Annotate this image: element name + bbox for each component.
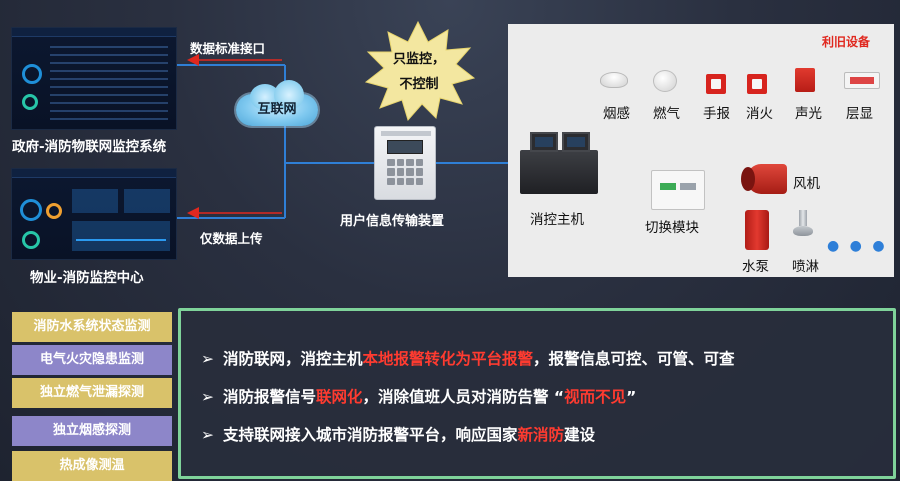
legacy-equipment-title: 利旧设备 xyxy=(822,35,871,49)
gas-detector-icon xyxy=(653,70,677,92)
sprinkler-label: 喷淋 xyxy=(792,259,819,275)
benefits-box: ➢消防联网，消控主机本地报警转化为平台报警，报警信息可控、可管、可查 ➢消防报警… xyxy=(178,308,896,479)
internet-cloud-icon xyxy=(236,80,318,126)
burst-line-1: 只监控， xyxy=(392,52,445,67)
tag-smoke-detection: 独立烟感探测 xyxy=(12,416,172,446)
transmission-device-icon xyxy=(374,126,436,200)
more-devices-dots: ● ● ● xyxy=(827,238,888,254)
hydrant-button-icon xyxy=(747,74,767,94)
fire-control-console-icon xyxy=(520,130,598,194)
starburst-shape xyxy=(364,20,476,122)
property-dashboard-screenshot xyxy=(11,168,177,260)
arrow-bullet-icon: ➢ xyxy=(201,388,214,406)
console-label: 消控主机 xyxy=(530,212,584,228)
transmission-device-label: 用户信息传输装置 xyxy=(340,214,445,229)
smoke-detector-icon xyxy=(600,72,628,88)
bullet-1: ➢消防联网，消控主机本地报警转化为平台报警，报警信息可控、可管、可查 xyxy=(201,350,735,368)
detector-label-smoke: 烟感 xyxy=(603,106,630,122)
fan-icon xyxy=(741,164,787,194)
arrow-bullet-icon: ➢ xyxy=(201,426,214,444)
monitor-only-text: 只监控， 不控制 xyxy=(374,47,464,97)
gov-system-label: 政府-消防物联网监控系统 xyxy=(12,139,167,155)
floor-display-icon xyxy=(844,72,880,89)
water-pump-icon xyxy=(745,210,769,250)
upload-only-label: 仅数据上传 xyxy=(200,231,263,246)
burst-line-2: 不控制 xyxy=(399,77,439,92)
tag-gas-leak: 独立燃气泄漏探测 xyxy=(12,378,172,408)
data-interface-label: 数据标准接口 xyxy=(190,41,266,56)
fan-label: 风机 xyxy=(793,176,820,192)
detector-label-floor-display: 层显 xyxy=(846,106,873,122)
detector-label-sound-light: 声光 xyxy=(795,106,822,122)
module-label: 切换模块 xyxy=(645,220,699,236)
property-center-label: 物业-消防监控中心 xyxy=(30,270,144,286)
switch-module-icon xyxy=(651,170,705,210)
bullet-2: ➢消防报警信号联网化，消除值班人员对消防告警 “视而不见” xyxy=(201,388,637,406)
gov-dashboard-screenshot xyxy=(11,27,177,130)
internet-label: 互联网 xyxy=(257,102,297,117)
arrow-bullet-icon: ➢ xyxy=(201,350,214,368)
tag-water-system: 消防水系统状态监测 xyxy=(12,312,172,342)
detector-label-gas: 燃气 xyxy=(653,106,680,122)
tag-thermal-imaging: 热成像测温 xyxy=(12,451,172,481)
sound-light-alarm-icon xyxy=(795,68,815,92)
tag-electrical-fire: 电气火灾隐患监测 xyxy=(12,345,172,375)
pump-label: 水泵 xyxy=(742,259,769,275)
sprinkler-icon xyxy=(793,210,813,240)
bullet-3: ➢支持联网接入城市消防报警平台，响应国家新消防建设 xyxy=(201,426,596,444)
manual-alarm-icon xyxy=(706,74,726,94)
detector-label-manual: 手报 xyxy=(703,106,730,122)
detector-label-hydrant: 消火 xyxy=(746,106,773,122)
